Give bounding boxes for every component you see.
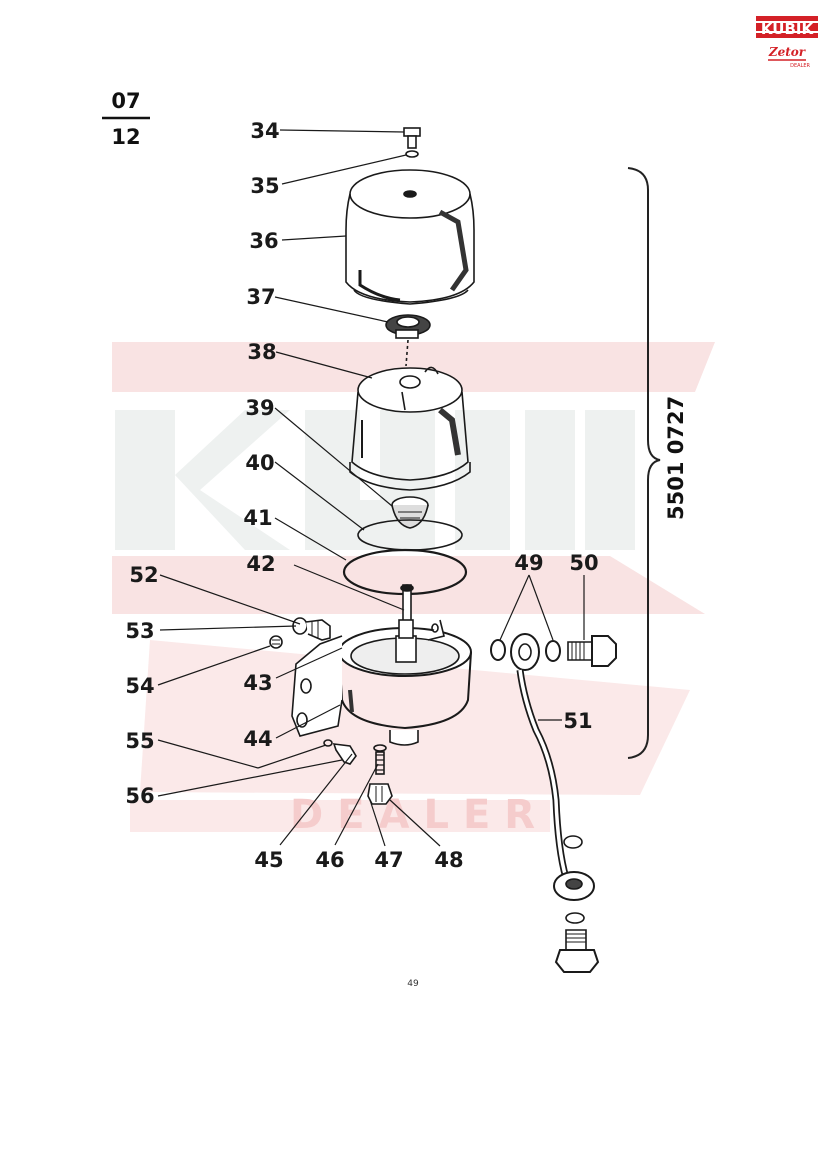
part-label: 40 — [245, 451, 274, 475]
section-denominator: 12 — [111, 125, 140, 149]
part-label: 48 — [434, 848, 463, 872]
part-label: 55 — [125, 729, 154, 753]
part-label: 46 — [315, 848, 344, 872]
part-label: 41 — [243, 506, 272, 530]
section-numerator: 07 — [111, 89, 140, 113]
part-label: 52 — [129, 563, 158, 587]
part-52-53-union — [292, 617, 331, 641]
banjo-fitting-upper — [510, 633, 540, 671]
part-label: 44 — [243, 727, 272, 751]
part-label: 54 — [125, 674, 154, 698]
part-label: 47 — [374, 848, 403, 872]
watermark-sub: DEALER — [290, 792, 549, 838]
logo-bottom-text: Zetor — [768, 45, 807, 59]
part-50-hollow-bolt — [567, 635, 617, 667]
part-label: 50 — [569, 551, 598, 575]
section-number: 07 12 — [102, 89, 150, 149]
part-label: 35 — [250, 174, 279, 198]
part-35-washer — [405, 150, 419, 158]
watermark: DEALER — [112, 342, 715, 838]
part-34-bolt — [403, 127, 421, 149]
axis-line-upper — [405, 339, 409, 367]
part-label: 49 — [514, 551, 543, 575]
part-38-filter-element — [349, 366, 471, 491]
banjo-fitting-lower — [553, 835, 600, 973]
part-label: 38 — [247, 340, 276, 364]
part-54-plug — [269, 635, 283, 649]
part-label: 53 — [125, 619, 154, 643]
part-label: 51 — [563, 709, 592, 733]
part-37-nut — [385, 314, 431, 339]
part-label: 42 — [246, 552, 275, 576]
part-45-48-drain-screw — [367, 744, 393, 805]
part-43-filter-bowl — [338, 619, 472, 746]
part-36-filter-cover — [345, 169, 475, 305]
part-label: 39 — [245, 396, 274, 420]
part-51-oil-pipe — [516, 669, 570, 879]
assembly-code: 5501 0727 — [664, 396, 688, 520]
logo-sub-text: DEALER — [790, 63, 810, 69]
part-labels: 34 35 36 37 38 39 40 41 42 43 44 45 46 4… — [125, 119, 598, 872]
part-label: 43 — [243, 671, 272, 695]
assembly-bracket — [627, 167, 661, 759]
page-number: 49 — [407, 979, 419, 989]
part-label: 37 — [246, 285, 275, 309]
part-label: 56 — [125, 784, 154, 808]
part-label: 36 — [249, 229, 278, 253]
part-49-sealing-rings — [490, 639, 561, 662]
logo-top-text: KUBIK — [761, 20, 815, 38]
part-label: 45 — [254, 848, 283, 872]
leader-lines — [157, 129, 585, 847]
kubik-zetor-logo: KUBIK Zetor DEALER — [756, 16, 818, 69]
part-55-56-bolt — [323, 739, 357, 765]
part-label: 34 — [250, 119, 279, 143]
part-39-strainer — [391, 496, 429, 529]
